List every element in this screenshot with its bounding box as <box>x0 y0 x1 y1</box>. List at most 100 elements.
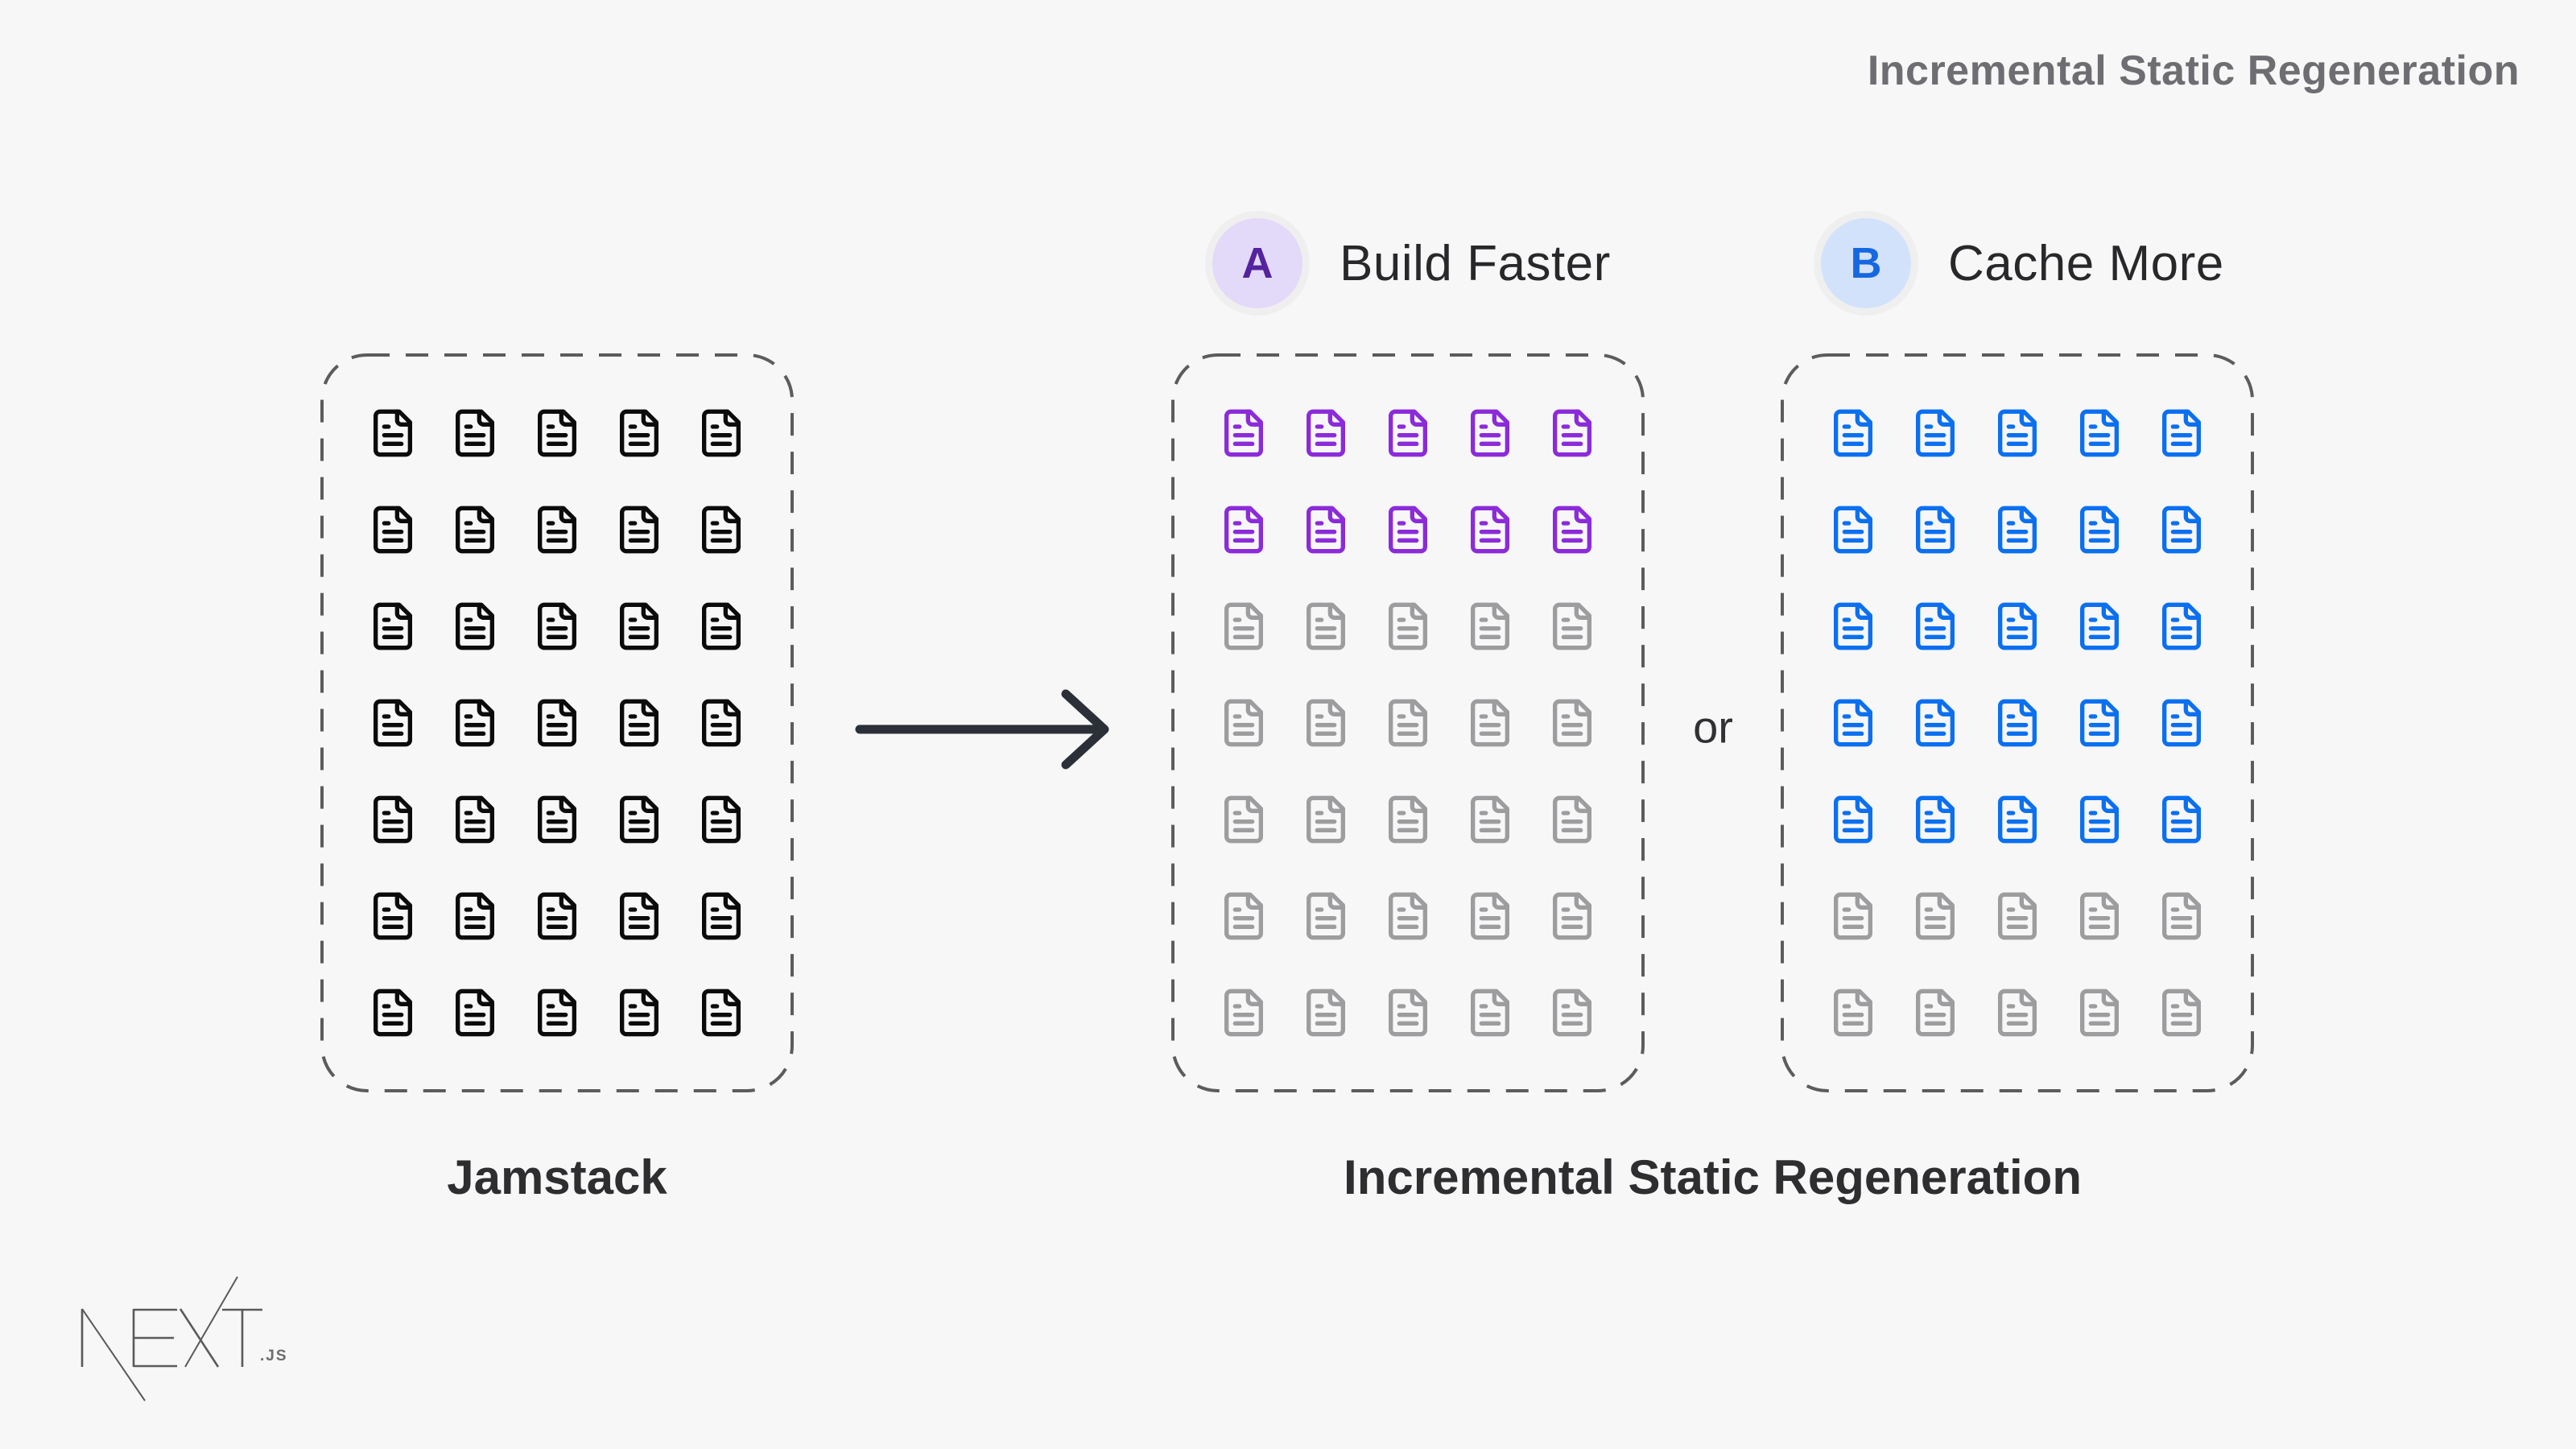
file-text-icon <box>449 601 501 652</box>
file-text-icon <box>449 697 501 749</box>
file-text-icon <box>2074 987 2125 1038</box>
file-text-icon <box>1382 794 1434 845</box>
file-text-icon <box>1546 890 1598 942</box>
file-text-icon <box>2074 601 2125 652</box>
file-text-icon <box>613 407 665 459</box>
file-text-icon <box>367 504 419 555</box>
file-text-icon <box>613 601 665 652</box>
file-text-icon <box>1546 601 1598 652</box>
file-text-icon <box>531 407 583 459</box>
file-text-icon <box>1546 987 1598 1038</box>
file-text-icon <box>1827 407 1879 459</box>
option-a-header: A Build Faster <box>1212 218 1611 308</box>
cache-more-pages-grid <box>1781 353 2254 1092</box>
build-faster-box <box>1171 353 1645 1092</box>
file-text-icon <box>1218 407 1269 459</box>
isr-caption: Incremental Static Regeneration <box>1344 1150 2082 1204</box>
file-text-icon <box>613 794 665 845</box>
file-text-icon <box>367 697 419 749</box>
file-text-icon <box>449 407 501 459</box>
file-text-icon <box>1909 601 1961 652</box>
file-text-icon <box>1300 987 1352 1038</box>
file-text-icon <box>696 987 747 1038</box>
option-a-badge: A <box>1212 218 1302 308</box>
nextjs-logo-suffix: .JS <box>260 1348 288 1364</box>
file-text-icon <box>696 890 747 942</box>
file-text-icon <box>1827 504 1879 555</box>
file-text-icon <box>1300 697 1352 749</box>
file-text-icon <box>1827 697 1879 749</box>
file-text-icon <box>1546 504 1598 555</box>
file-text-icon <box>1464 601 1516 652</box>
option-a-label: Build Faster <box>1340 235 1611 291</box>
file-text-icon <box>1382 890 1434 942</box>
file-text-icon <box>1300 890 1352 942</box>
file-text-icon <box>1909 890 1961 942</box>
file-text-icon <box>1464 504 1516 555</box>
file-text-icon <box>531 794 583 845</box>
file-text-icon <box>2156 504 2207 555</box>
file-text-icon <box>1464 987 1516 1038</box>
file-text-icon <box>1992 697 2043 749</box>
file-text-icon <box>1992 794 2043 845</box>
file-text-icon <box>2074 697 2125 749</box>
file-text-icon <box>2074 794 2125 845</box>
option-b-label: Cache More <box>1948 235 2224 291</box>
file-text-icon <box>2156 987 2207 1038</box>
jamstack-caption: Jamstack <box>447 1150 667 1204</box>
file-text-icon <box>1218 987 1269 1038</box>
file-text-icon <box>1827 794 1879 845</box>
file-text-icon <box>613 697 665 749</box>
file-text-icon <box>1464 407 1516 459</box>
file-text-icon <box>1992 504 2043 555</box>
file-text-icon <box>1382 697 1434 749</box>
file-text-icon <box>1546 697 1598 749</box>
file-text-icon <box>531 890 583 942</box>
file-text-icon <box>1464 697 1516 749</box>
file-text-icon <box>1218 601 1269 652</box>
transform-arrow <box>852 681 1125 778</box>
file-text-icon <box>1992 601 2043 652</box>
file-text-icon <box>1382 407 1434 459</box>
file-text-icon <box>696 601 747 652</box>
file-text-icon <box>1992 407 2043 459</box>
page-title: Incremental Static Regeneration <box>1867 47 2520 94</box>
file-text-icon <box>367 794 419 845</box>
file-text-icon <box>1382 504 1434 555</box>
file-text-icon <box>449 794 501 845</box>
file-text-icon <box>1909 407 1961 459</box>
file-text-icon <box>1546 794 1598 845</box>
file-text-icon <box>531 987 583 1038</box>
file-text-icon <box>1909 987 1961 1038</box>
file-text-icon <box>531 601 583 652</box>
cache-more-box <box>1781 353 2254 1092</box>
file-text-icon <box>613 504 665 555</box>
dashed-border <box>1171 353 1645 1092</box>
dashed-border <box>320 353 794 1092</box>
option-b-badge: B <box>1821 218 1911 308</box>
file-text-icon <box>696 697 747 749</box>
file-text-icon <box>1300 407 1352 459</box>
file-text-icon <box>1909 697 1961 749</box>
file-text-icon <box>696 407 747 459</box>
file-text-icon <box>1827 987 1879 1038</box>
file-text-icon <box>2074 504 2125 555</box>
file-text-icon <box>2156 697 2207 749</box>
file-text-icon <box>1300 794 1352 845</box>
file-text-icon <box>449 890 501 942</box>
arrow-right-icon <box>855 689 1109 770</box>
file-text-icon <box>1464 890 1516 942</box>
file-text-icon <box>1909 794 1961 845</box>
file-text-icon <box>449 504 501 555</box>
file-text-icon <box>1218 697 1269 749</box>
dashed-border <box>1781 353 2254 1092</box>
file-text-icon <box>531 697 583 749</box>
file-text-icon <box>367 890 419 942</box>
file-text-icon <box>2156 890 2207 942</box>
jamstack-pages-grid <box>320 353 794 1092</box>
file-text-icon <box>1546 407 1598 459</box>
file-text-icon <box>2074 407 2125 459</box>
option-b-header: B Cache More <box>1821 218 2224 308</box>
file-text-icon <box>696 794 747 845</box>
